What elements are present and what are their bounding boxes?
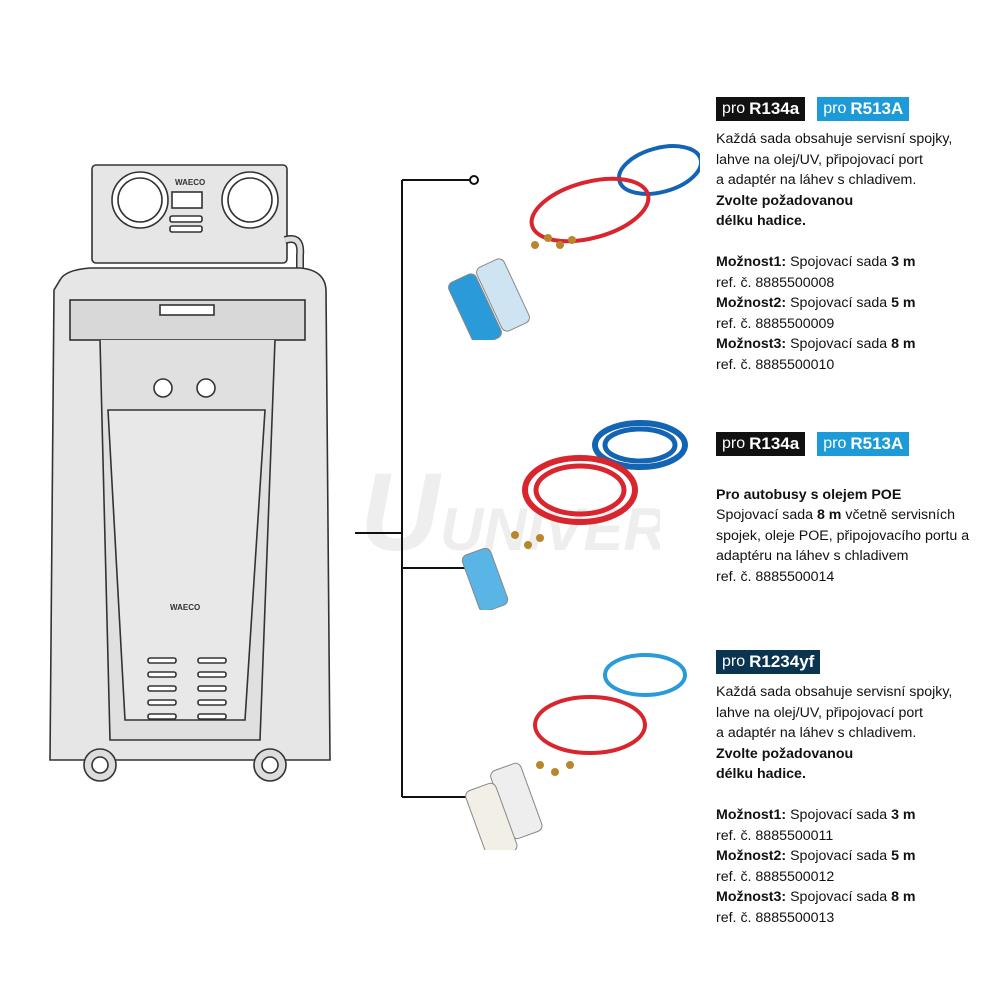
badge-prefix: pro (722, 434, 746, 452)
text-segment: lahve na olej/UV, připojovací port (716, 151, 923, 168)
text-line: ref. č. 8885500009 (716, 314, 1000, 335)
text-line: Možnost2: Spojovací sada 5 m (716, 846, 1000, 867)
badge-refrigerant: R513A (850, 433, 904, 453)
text-line: ref. č. 8885500012 (716, 867, 1000, 888)
text-segment: 8 m (891, 889, 916, 905)
text-segment: Pro autobusy s olejem POE (716, 486, 902, 503)
text-segment: Spojovací sada (786, 336, 892, 352)
text-segment: a adaptér na láhev s chladivem. (716, 172, 917, 188)
text-line: ref. č. 8885500008 (716, 273, 1000, 294)
badge-prefix: pro (722, 99, 746, 117)
hose-kit-image-3 (465, 653, 687, 850)
text-line: a adaptér na láhev s chladivem. (716, 723, 1000, 744)
text-segment: Možnost1: (716, 807, 787, 823)
text-line: Zvolte požadovanou (716, 191, 1000, 212)
text-line: Možnost3: Spojovací sada 8 m (716, 887, 1000, 908)
text-line: Každá sada obsahuje servisní spojky, (716, 682, 1000, 703)
text-segment: včetně servisních (841, 507, 955, 523)
text-segment: 8 m (816, 507, 842, 523)
text-line: Každá sada obsahuje servisní spojky, (716, 129, 1000, 150)
text-segment: adaptéru na láhev s chladivem (716, 548, 909, 564)
badge-refrigerant: R1234yf (749, 651, 815, 671)
text-segment: 3 m (891, 254, 916, 270)
text-line: lahve na olej/UV, připojovací port (716, 150, 1000, 171)
text-line: délku hadice. (716, 211, 1000, 232)
text-segment: Spojovací sada (786, 807, 892, 823)
text-segment: Možnost2: (716, 295, 787, 311)
text-line: Zvolte požadovanou (716, 744, 1000, 765)
text-segment: délku hadice. (716, 213, 806, 229)
text-segment: lahve na olej/UV, připojovací port (716, 704, 923, 721)
text-segment: ref. č. 8885500014 (716, 568, 835, 585)
text-line: ref. č. 8885500013 (716, 908, 1000, 929)
text-segment: Spojovací sada (786, 848, 892, 864)
badge-refrigerant: R134a (749, 98, 800, 118)
text-line: spojek, oleje POE, připojovacího portu a (716, 526, 1000, 547)
service-station-drawing: WAECO WAECO (49, 164, 331, 782)
spacer (716, 785, 1000, 806)
text-segment: ref. č. 8885500009 (716, 315, 835, 332)
text-segment: ref. č. 8885500012 (716, 868, 835, 885)
text-line: Pro autobusy s olejem POE (716, 485, 1000, 506)
badge-prefix: pro (823, 434, 847, 452)
hose-kit-image-2 (461, 420, 688, 610)
text-segment: Spojovací sada (716, 507, 817, 523)
text-line: lahve na olej/UV, připojovací port (716, 703, 1000, 724)
text-line: adaptéru na láhev s chladivem (716, 546, 1000, 567)
text-line: Možnost2: Spojovací sada 5 m (716, 293, 1000, 314)
text-line: ref. č. 8885500010 (716, 355, 1000, 376)
text-segment: Spojovací sada (786, 889, 892, 905)
text-segment: Možnost1: (716, 254, 787, 270)
svg-text:WAECO: WAECO (170, 603, 200, 612)
text-line: Možnost1: Spojovací sada 3 m (716, 805, 1000, 826)
text-segment: délku hadice. (716, 766, 806, 782)
text-segment: 5 m (891, 295, 916, 311)
text-segment: ref. č. 8885500013 (716, 909, 835, 926)
text-segment: Možnost3: (716, 889, 787, 905)
text-segment: Každá sada obsahuje servisní spojky, (716, 684, 953, 700)
text-segment: Každá sada obsahuje servisní spojky, (716, 131, 953, 147)
text-segment: a adaptér na láhev s chladivem. (716, 725, 917, 741)
text-segment: Spojovací sada (786, 254, 892, 270)
text-line: Možnost1: Spojovací sada 3 m (716, 252, 1000, 273)
spacer (716, 464, 1000, 485)
text-segment: spojek, oleje POE, připojovacího portu a (716, 527, 970, 544)
text-segment: ref. č. 8885500010 (716, 356, 835, 373)
text-line: Spojovací sada 8 m včetně servisních (716, 505, 1000, 526)
text-line: Možnost3: Spojovací sada 8 m (716, 334, 1000, 355)
text-segment: Možnost2: (716, 848, 787, 864)
svg-text:WAECO: WAECO (175, 178, 205, 187)
text-segment: 5 m (891, 848, 916, 864)
hose-kit-image-1 (448, 144, 700, 340)
text-segment: ref. č. 8885500008 (716, 274, 835, 291)
text-line: ref. č. 8885500011 (716, 826, 1000, 847)
text-segment: Spojovací sada (786, 295, 892, 311)
text-segment: 3 m (891, 807, 916, 823)
text-segment: Zvolte požadovanou (716, 745, 854, 762)
badge-prefix: pro (823, 99, 847, 117)
text-line: ref. č. 8885500014 (716, 567, 1000, 588)
text-segment: ref. č. 8885500011 (716, 827, 834, 844)
text-line: délku hadice. (716, 764, 1000, 785)
text-line: a adaptér na láhev s chladivem. (716, 170, 1000, 191)
badge-refrigerant: R134a (749, 433, 800, 453)
spacer (716, 232, 1000, 253)
badge-refrigerant: R513A (850, 98, 904, 118)
badge-prefix: pro (722, 652, 746, 670)
text-segment: 8 m (891, 336, 916, 352)
text-segment: Zvolte požadovanou (716, 192, 854, 209)
text-segment: Možnost3: (716, 336, 787, 352)
